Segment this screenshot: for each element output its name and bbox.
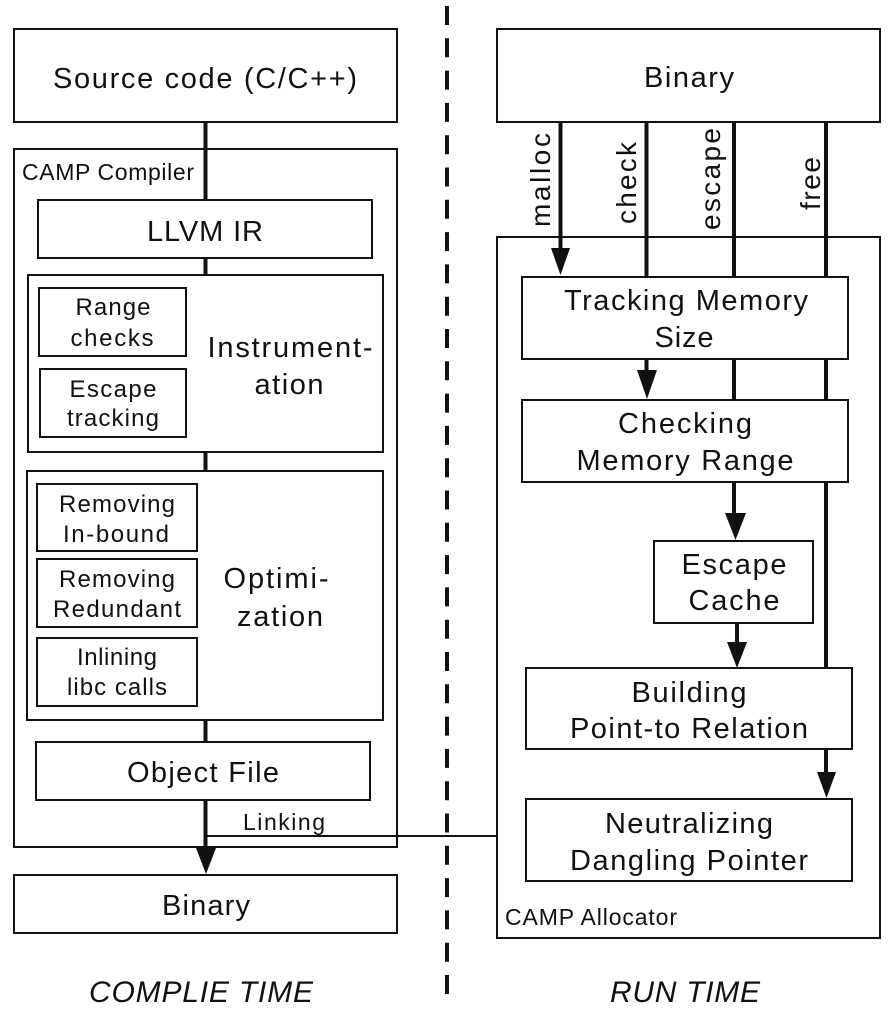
escape-tracking-box xyxy=(39,368,187,438)
call-label-escape: escape xyxy=(695,128,726,230)
optimization-title-line1: Optimi- xyxy=(224,563,329,595)
neutralizing-dangling-pointer-line1: Neutralizing xyxy=(605,808,773,840)
building-point-to-relation-line2: Point-to Relation xyxy=(570,713,808,745)
checking-memory-range-line2: Memory Range xyxy=(577,445,794,477)
call-label-malloc: malloc xyxy=(525,133,556,227)
output-binary-box xyxy=(13,874,398,934)
call-label-free: free xyxy=(795,157,826,210)
compile-time-caption: COMPLIE TIME xyxy=(89,976,314,1009)
tracking-memory-size-line2: Size xyxy=(655,322,714,354)
inlining-libc-box xyxy=(36,637,198,707)
camp-compiler-label: CAMP Compiler xyxy=(22,159,194,185)
checking-memory-range-line1: Checking xyxy=(618,408,752,440)
range-checks-label-line2: checks xyxy=(71,325,154,352)
escape-tracking-label-line2: tracking xyxy=(67,405,159,432)
removing-inbound-label-line1: Removing xyxy=(59,491,175,518)
optimization-title-line2: zation xyxy=(237,601,323,633)
checking-to-escape-cache-arrowhead-icon xyxy=(725,513,746,540)
removing-redundant-box xyxy=(36,558,198,628)
malloc-arrowhead-icon xyxy=(551,248,570,275)
input-binary-box xyxy=(496,28,881,123)
neutralizing-dangling-pointer-box xyxy=(525,798,853,882)
linking-label: Linking xyxy=(243,809,325,835)
source-code-label: Source code (C/C++) xyxy=(53,63,357,95)
instrumentation-title-line2: ation xyxy=(255,369,324,401)
escape-cache-line2: Cache xyxy=(689,585,780,617)
range-checks-label-line1: Range xyxy=(76,294,151,321)
call-label-check: check xyxy=(611,141,642,224)
removing-inbound-box xyxy=(36,483,198,552)
neutralizing-dangling-pointer-line2: Dangling Pointer xyxy=(570,845,808,877)
object-file-label: Object File xyxy=(127,757,279,789)
range-checks-box xyxy=(38,287,187,357)
escape-tracking-label-line1: Escape xyxy=(70,376,157,403)
tracking-memory-size-box xyxy=(521,276,849,360)
run-time-caption: RUN TIME xyxy=(610,976,761,1009)
object-file-box xyxy=(35,741,371,801)
camp-allocator-label: CAMP Allocator xyxy=(505,904,677,930)
removing-redundant-label-line1: Removing xyxy=(59,566,175,593)
escape-cache-box xyxy=(653,540,814,624)
removing-redundant-label-line2: Redundant xyxy=(53,596,181,623)
escape-cache-line1: Escape xyxy=(682,549,787,581)
escape-cache-to-building-arrowhead-icon xyxy=(727,642,747,668)
inlining-libc-label-line2: libc calls xyxy=(67,674,167,701)
building-to-neutralizing-arrowhead-icon xyxy=(817,772,836,798)
building-point-to-relation-line1: Building xyxy=(632,677,747,709)
camp-allocator-container xyxy=(496,236,881,939)
llvm-ir-box xyxy=(37,199,373,259)
removing-inbound-label-line2: In-bound xyxy=(63,521,169,548)
arrowhead-to-binary-icon xyxy=(196,848,216,874)
llvm-ir-label: LLVM IR xyxy=(147,216,263,248)
tracking-to-checking-arrowhead-icon xyxy=(637,370,657,399)
inlining-libc-label-line1: Inlining xyxy=(77,644,157,671)
checking-memory-range-box xyxy=(521,399,849,483)
tracking-memory-size-line1: Tracking Memory xyxy=(564,285,809,317)
source-code-box xyxy=(13,28,398,123)
building-point-to-relation-box xyxy=(525,667,853,750)
